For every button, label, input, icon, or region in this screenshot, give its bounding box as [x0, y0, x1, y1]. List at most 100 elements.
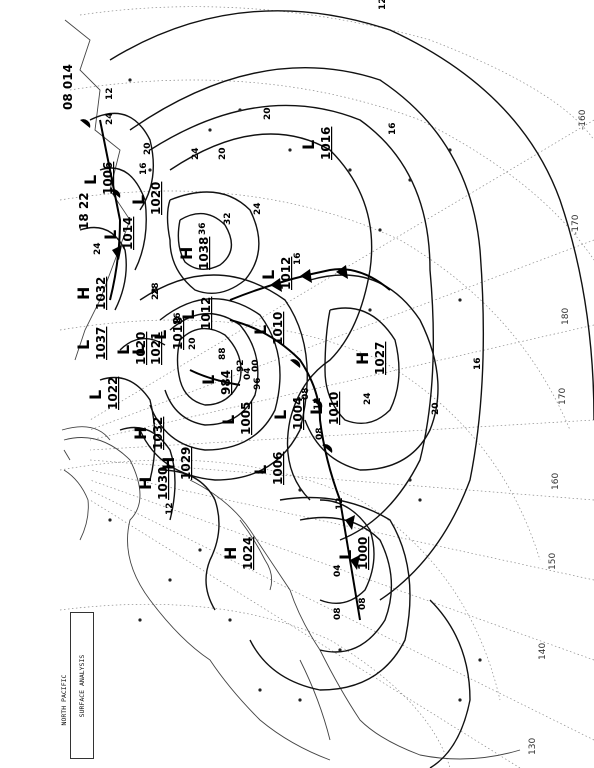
longitude-label: 170: [558, 388, 568, 405]
pressure-center-value: 1021: [149, 332, 163, 365]
pressure-center-letter: H: [136, 477, 155, 490]
pressure-center-value: 1032: [151, 417, 165, 450]
isobar-label: 36: [198, 222, 208, 235]
isobar-label: 88: [218, 347, 228, 360]
pressure-center-value: 1000: [356, 537, 370, 570]
pressure-center-letter: L: [259, 270, 278, 280]
isobar-label: 08: [358, 597, 368, 610]
isobar-label: 12: [378, 0, 388, 10]
isobar-label: 16: [139, 162, 149, 175]
isobar-label: 12: [313, 397, 323, 410]
isobar-label: 16: [388, 122, 398, 135]
isobar-label: 12: [165, 502, 175, 515]
pressure-center-letter: L: [179, 310, 198, 320]
pressure-center-letter: L: [271, 410, 290, 420]
pressure-center-value: 1006: [101, 162, 115, 195]
isobar-label: 08: [301, 387, 311, 400]
graticule: [59, 6, 594, 768]
isobar-label: 20: [218, 147, 228, 160]
pressure-center-letter: L: [199, 375, 218, 385]
pressure-center-letter: L: [151, 330, 170, 340]
pressure-center-value: 1014: [121, 217, 135, 250]
pressure-center-letter: L: [114, 345, 133, 355]
isobar-label: 92: [236, 359, 246, 372]
pressure-center-value: 1018: [171, 317, 185, 350]
isobar-label: 96: [253, 377, 263, 390]
station-plots: [108, 78, 482, 702]
pressure-center-letter: H: [74, 287, 93, 300]
isobar-label: 24: [191, 147, 201, 160]
edge-text: 08 014 18 22: [61, 64, 91, 230]
pressure-center-value: 1020: [149, 182, 163, 215]
isobar-label: 16: [293, 252, 303, 265]
isobar-label: 12: [105, 87, 115, 100]
isobar-label: 28: [151, 287, 161, 300]
legend-line-2: NORTH PACIFIC: [60, 674, 68, 726]
pressure-center-letter: H: [353, 352, 372, 365]
pressure-center-value: 1030: [156, 467, 170, 500]
isobar-label: 16: [473, 357, 483, 370]
isobar-label: 24: [93, 242, 103, 255]
pressure-center-letter: H: [177, 247, 196, 260]
pressure-center-value: 1037: [94, 327, 108, 360]
pressure-center-value: 1038: [197, 237, 211, 270]
longitude-label: 150: [548, 553, 558, 570]
pressure-center-value: 1005: [239, 402, 253, 435]
edge-text-1: 08 014: [61, 64, 75, 110]
isobar-label: 04: [333, 564, 343, 577]
pressure-center-value: 984: [219, 370, 233, 395]
pressure-center-letter: L: [81, 175, 100, 185]
isobars: [79, 10, 594, 768]
isobar-label: 20: [263, 107, 273, 120]
pressure-center-value: 1012: [279, 257, 293, 290]
pressure-center-value: 1027: [373, 342, 387, 375]
isobar-label: 24: [105, 112, 115, 125]
pressure-center-letter: H: [221, 547, 240, 560]
pressure-center-letter: L: [129, 195, 148, 205]
longitude-label: -170: [571, 214, 581, 235]
pressure-center-letter: L: [86, 390, 105, 400]
pressure-center-letter: L: [219, 415, 238, 425]
longitude-label: 160: [551, 473, 561, 490]
pressure-center-letter: L: [251, 465, 270, 475]
longitude-label: 180: [561, 308, 571, 325]
longitude-label: 130: [528, 738, 538, 755]
isobar-label: 08: [333, 607, 343, 620]
pressure-center-letter: L: [101, 230, 120, 240]
pressure-center-value: 1010: [271, 312, 285, 345]
isobar-label: 12: [335, 497, 345, 510]
isobar-label: 24: [253, 202, 263, 215]
isobar-label: 28: [151, 282, 161, 295]
legend-box: SURFACE ANALYSIS: [70, 612, 94, 759]
legend-line-1: SURFACE ANALYSIS: [78, 654, 86, 717]
pressure-center-value: 1032: [94, 277, 108, 310]
pressure-center-letter: H: [131, 427, 150, 440]
isobar-label: 20: [188, 337, 198, 350]
pressure-center-letter: L: [307, 405, 326, 415]
isobar-label: 20: [143, 142, 153, 155]
pressure-center-letter: L: [129, 345, 148, 355]
